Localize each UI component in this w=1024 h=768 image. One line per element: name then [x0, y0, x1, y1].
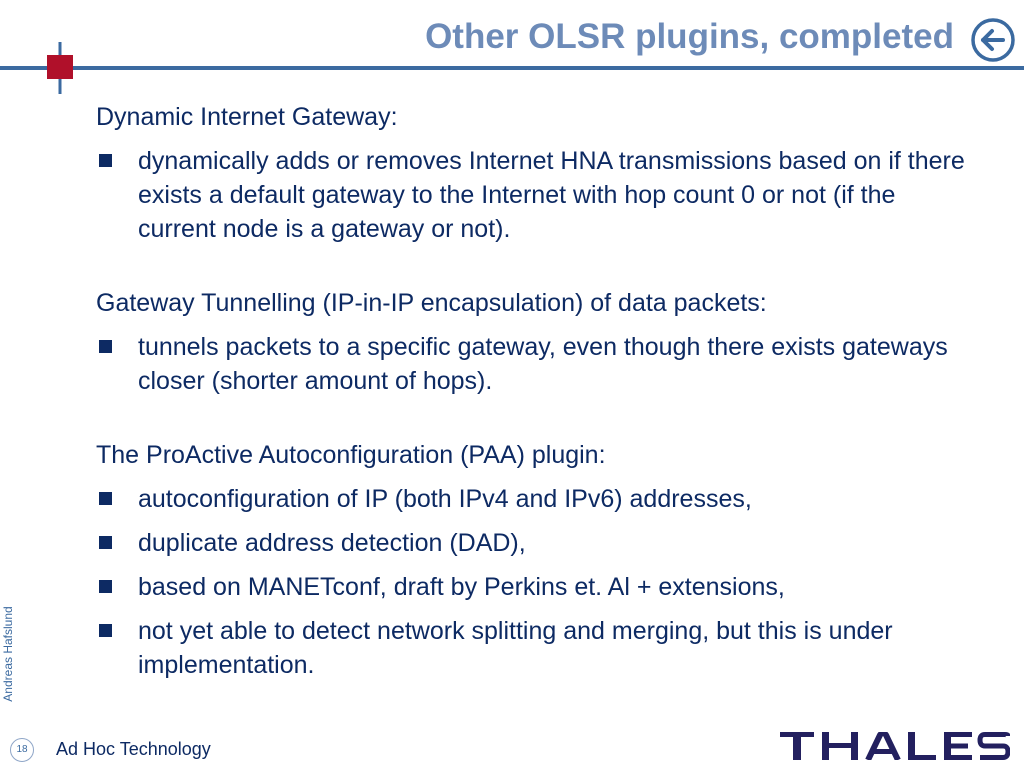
section-heading: Gateway Tunnelling (IP-in-IP encapsulati… — [96, 289, 767, 317]
author-name: Andreas Hafslund — [1, 606, 15, 702]
bullet-text: tunnels packets to a specific gateway, e… — [138, 333, 948, 395]
section-paa-plugin: The ProActive Autoconfiguration (PAA) pl… — [96, 438, 976, 682]
bullet-list: tunnels packets to a specific gateway, e… — [96, 330, 976, 398]
back-arrow-icon — [971, 18, 1015, 62]
bullet-list: autoconfiguration of IP (both IPv4 and I… — [96, 482, 976, 682]
footer-label: Ad Hoc Technology — [56, 739, 211, 759]
back-button[interactable] — [970, 17, 1016, 63]
section-heading: Dynamic Internet Gateway: — [96, 103, 398, 131]
bullet-item: tunnels packets to a specific gateway, e… — [96, 330, 976, 398]
square-bullet-icon — [99, 492, 112, 505]
section-gateway-tunnelling: Gateway Tunnelling (IP-in-IP encapsulati… — [96, 286, 976, 398]
square-bullet-icon — [99, 624, 112, 637]
slide-body: Dynamic Internet Gateway: dynamically ad… — [96, 100, 976, 692]
square-bullet-icon — [99, 340, 112, 353]
bullet-text: duplicate address detection (DAD), — [138, 529, 526, 557]
bullet-text: based on MANETconf, draft by Perkins et.… — [138, 573, 785, 601]
thales-logo — [780, 730, 1011, 762]
bullet-text: not yet able to detect network splitting… — [138, 617, 893, 679]
bullet-item: duplicate address detection (DAD), — [96, 526, 976, 560]
section-dynamic-gateway: Dynamic Internet Gateway: dynamically ad… — [96, 100, 976, 246]
bullet-item: not yet able to detect network splitting… — [96, 614, 976, 682]
bullet-list: dynamically adds or removes Internet HNA… — [96, 144, 976, 246]
bullet-text: dynamically adds or removes Internet HNA… — [138, 147, 965, 243]
slide-title: Other OLSR plugins, completed — [425, 17, 954, 56]
section-heading: The ProActive Autoconfiguration (PAA) pl… — [96, 441, 606, 469]
bullet-item: based on MANETconf, draft by Perkins et.… — [96, 570, 976, 604]
square-bullet-icon — [99, 154, 112, 167]
square-bullet-icon — [99, 536, 112, 549]
author-credit: Andreas Hafslund — [0, 598, 16, 710]
page-number: 18 — [10, 738, 34, 762]
title-divider — [0, 66, 1024, 70]
red-square-marker — [44, 42, 76, 94]
bullet-item: dynamically adds or removes Internet HNA… — [96, 144, 976, 246]
square-bullet-icon — [99, 580, 112, 593]
bullet-item: autoconfiguration of IP (both IPv4 and I… — [96, 482, 976, 516]
bullet-text: autoconfiguration of IP (both IPv4 and I… — [138, 485, 752, 513]
